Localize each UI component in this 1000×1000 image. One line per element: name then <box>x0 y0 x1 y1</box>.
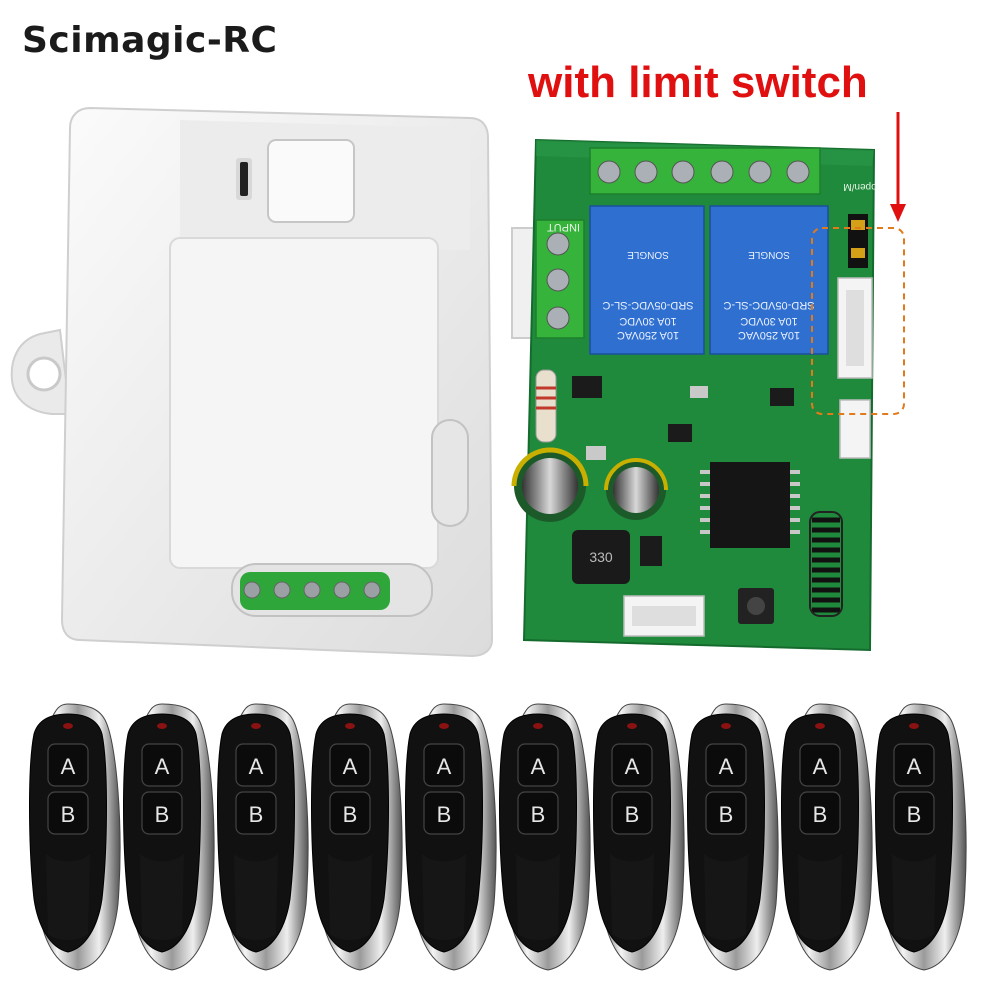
relay-left: 10A 250VAC 10A 30VDC SRD-05VDC-SL-C SONG… <box>589 205 705 355</box>
antenna-coil <box>812 517 840 613</box>
remote-button-b-label: B <box>249 802 264 827</box>
remote-button-a-label: A <box>907 754 922 779</box>
remote-button-b-label: B <box>61 802 76 827</box>
input-label: INPUT <box>547 221 580 233</box>
remote-button-a-label: A <box>625 754 640 779</box>
relay-right-line3: SRD-05VDC-SL-C <box>723 299 814 311</box>
remote-button-b-label: B <box>625 802 640 827</box>
remote-button-a-label: A <box>155 754 170 779</box>
relay-right-line2: 10A 30VDC <box>740 315 798 327</box>
remote-control: AB <box>592 703 685 971</box>
capacitor-large <box>511 447 589 522</box>
remote-button-b-label: B <box>437 802 452 827</box>
remote-button-b-label: B <box>813 802 828 827</box>
relay-left-line1: 10A 250VAC <box>617 329 679 341</box>
remote-control: AB <box>28 703 121 971</box>
remote-button-a-label: A <box>249 754 264 779</box>
relay-left-line3: SRD-05VDC-SL-C <box>602 299 693 311</box>
brand-logo: Scimagic-RC <box>22 20 278 61</box>
remote-button-a-label: A <box>531 754 546 779</box>
relay-left-brand: SONGLE <box>627 249 669 260</box>
remote-control: AB <box>122 703 215 971</box>
limit-switch-callout: with limit switch <box>528 58 868 107</box>
remote-button-b-label: B <box>719 802 734 827</box>
relay-right-brand: SONGLE <box>748 249 790 260</box>
remote-control: AB <box>216 703 309 971</box>
remote-button-a-label: A <box>61 754 76 779</box>
remote-control: AB <box>874 703 967 971</box>
remote-button-b-label: B <box>907 802 922 827</box>
remote-button-b-label: B <box>155 802 170 827</box>
remote-control: AB <box>498 703 591 971</box>
remote-control: AB <box>404 703 497 971</box>
remote-button-a-label: A <box>437 754 452 779</box>
remote-control: AB <box>686 703 779 971</box>
jumper-label: open/M <box>843 181 876 192</box>
remote-control: AB <box>310 703 403 971</box>
remote-button-a-label: A <box>719 754 734 779</box>
capacitor-small <box>604 458 668 520</box>
remote-button-b-label: B <box>343 802 358 827</box>
receiver-pcb: INPUT 10A 250VAC 10A 30VDC SRD-05VDC-SL-… <box>511 112 906 652</box>
receiver-housing <box>10 106 494 658</box>
remote-control: AB <box>780 703 873 971</box>
svg-text:330: 330 <box>589 549 613 565</box>
remote-button-a-label: A <box>813 754 828 779</box>
remote-button-b-label: B <box>531 802 546 827</box>
relay-right: 10A 250VAC 10A 30VDC SRD-05VDC-SL-C SONG… <box>709 205 829 355</box>
remote-button-a-label: A <box>343 754 358 779</box>
relay-left-line2: 10A 30VDC <box>619 315 677 327</box>
relay-right-line1: 10A 250VAC <box>738 329 800 341</box>
